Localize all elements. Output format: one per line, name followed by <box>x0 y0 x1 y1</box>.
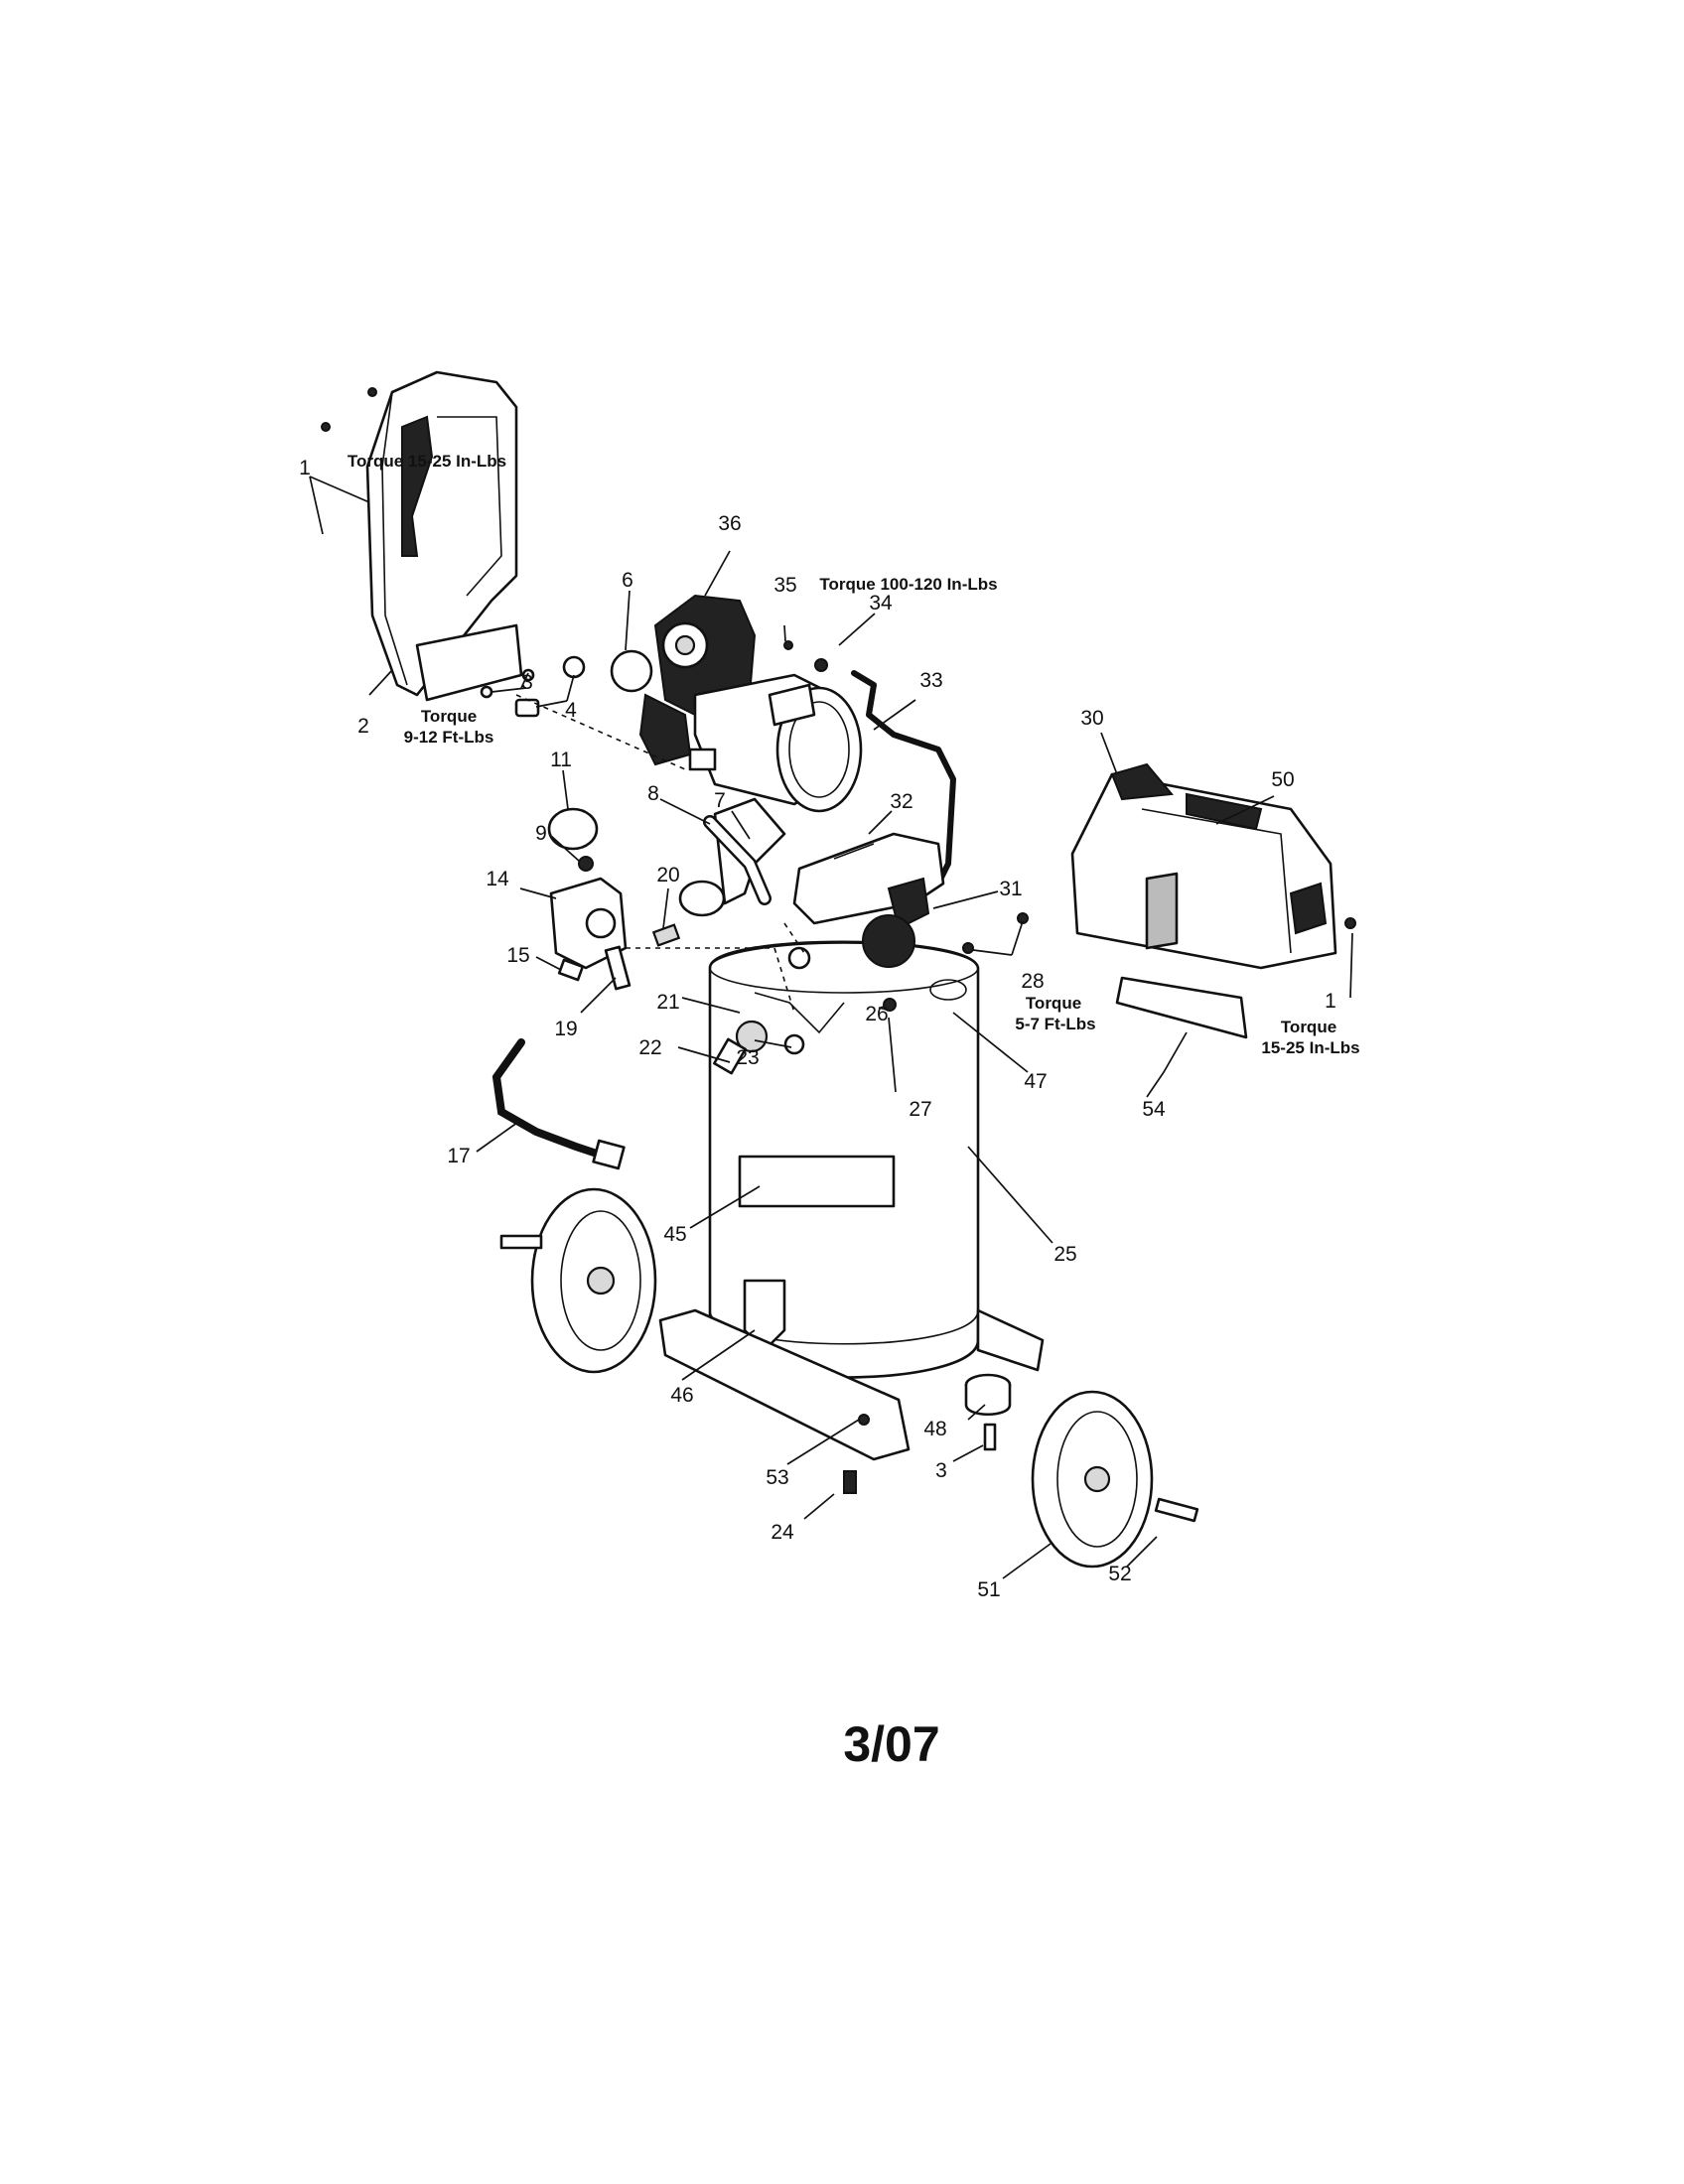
callout-21: 21 <box>656 991 679 1014</box>
torque-note-mount-title: Torque <box>421 707 477 726</box>
gauge-20-part <box>651 880 726 947</box>
assembly-dashed-line <box>515 694 686 770</box>
callout-26: 26 <box>865 1003 888 1025</box>
tank-fittings-part <box>713 914 967 1075</box>
cord-plug-part <box>592 1139 626 1170</box>
torque-note-shroud-title: Torque <box>1281 1018 1336 1036</box>
right-shroud-part <box>962 762 1356 1039</box>
torque-note-shroud-value: 15-25 In-Lbs <box>1261 1038 1359 1057</box>
callout-15: 15 <box>506 944 529 967</box>
callout-50: 50 <box>1271 768 1294 791</box>
pump-motor-assembly-part <box>610 594 863 813</box>
callout-23: 23 <box>736 1046 759 1069</box>
callout-51: 51 <box>977 1578 1000 1601</box>
torque-note-cover-screws: Torque 15-25 In-Lbs <box>348 452 506 471</box>
pressure-switch-part <box>549 877 632 991</box>
callout-9: 9 <box>535 822 547 845</box>
callout-11: 11 <box>550 749 572 771</box>
callout-31: 31 <box>999 878 1022 900</box>
manifold-tubes-part <box>703 797 945 930</box>
callout-54: 54 <box>1142 1098 1166 1121</box>
rubber-foot-part <box>964 1373 1012 1451</box>
callout-27: 27 <box>909 1098 931 1121</box>
callout-20: 20 <box>656 864 679 887</box>
air-tank-part <box>708 940 980 1379</box>
callout-47: 47 <box>1024 1070 1047 1093</box>
callout-53: 53 <box>766 1466 788 1489</box>
callout-45: 45 <box>663 1223 686 1246</box>
callout-25: 25 <box>1053 1243 1076 1266</box>
callout-3-upper: 3 <box>521 671 533 694</box>
callout-46: 46 <box>670 1384 693 1407</box>
callout-2: 2 <box>357 715 369 738</box>
callout-52: 52 <box>1108 1563 1131 1585</box>
bolt-35-part <box>783 640 793 650</box>
callout-36: 36 <box>718 512 741 535</box>
callout-34: 34 <box>869 592 893 614</box>
assembly-dashed-line <box>616 947 795 1014</box>
torque-note-mount-value: 9-12 Ft-Lbs <box>404 728 494 747</box>
callout-30: 30 <box>1080 707 1103 730</box>
leader-lines <box>309 476 1353 1579</box>
callout-14: 14 <box>486 868 509 890</box>
torque-note-fitting-title: Torque <box>1026 994 1081 1013</box>
base-bracket-part <box>658 1308 1045 1461</box>
drain-valve-part <box>843 1470 857 1494</box>
callout-3-lower: 3 <box>935 1459 947 1482</box>
callout-4: 4 <box>565 699 577 722</box>
callout-6: 6 <box>622 569 633 592</box>
callout-17: 17 <box>447 1145 470 1167</box>
callout-1-right: 1 <box>1325 990 1336 1013</box>
callout-28: 28 <box>1021 970 1044 993</box>
callout-24: 24 <box>771 1521 794 1544</box>
screw-part <box>321 422 331 432</box>
wheel-left-part <box>499 1187 657 1374</box>
callout-7: 7 <box>714 789 726 812</box>
torque-note-head-bolts: Torque 100-120 In-Lbs <box>819 575 997 594</box>
gauge-part <box>547 807 599 872</box>
callout-35: 35 <box>773 574 796 597</box>
callout-33: 33 <box>919 669 942 692</box>
power-cord-part <box>491 1038 610 1160</box>
callout-48: 48 <box>923 1418 946 1440</box>
callout-19: 19 <box>554 1018 577 1040</box>
torque-note-fitting-value: 5-7 Ft-Lbs <box>1015 1015 1095 1033</box>
date-code: 3/07 <box>843 1716 939 1772</box>
outlet-tube-part <box>851 670 956 887</box>
screw-part <box>367 387 377 397</box>
callout-1-left: 1 <box>299 457 311 479</box>
callout-8: 8 <box>647 782 659 805</box>
callout-22: 22 <box>638 1036 661 1059</box>
callout-32: 32 <box>890 790 912 813</box>
assembly-dashed-line <box>783 922 805 954</box>
wheel-right-part <box>1031 1390 1199 1569</box>
left-cover-part <box>365 370 523 702</box>
